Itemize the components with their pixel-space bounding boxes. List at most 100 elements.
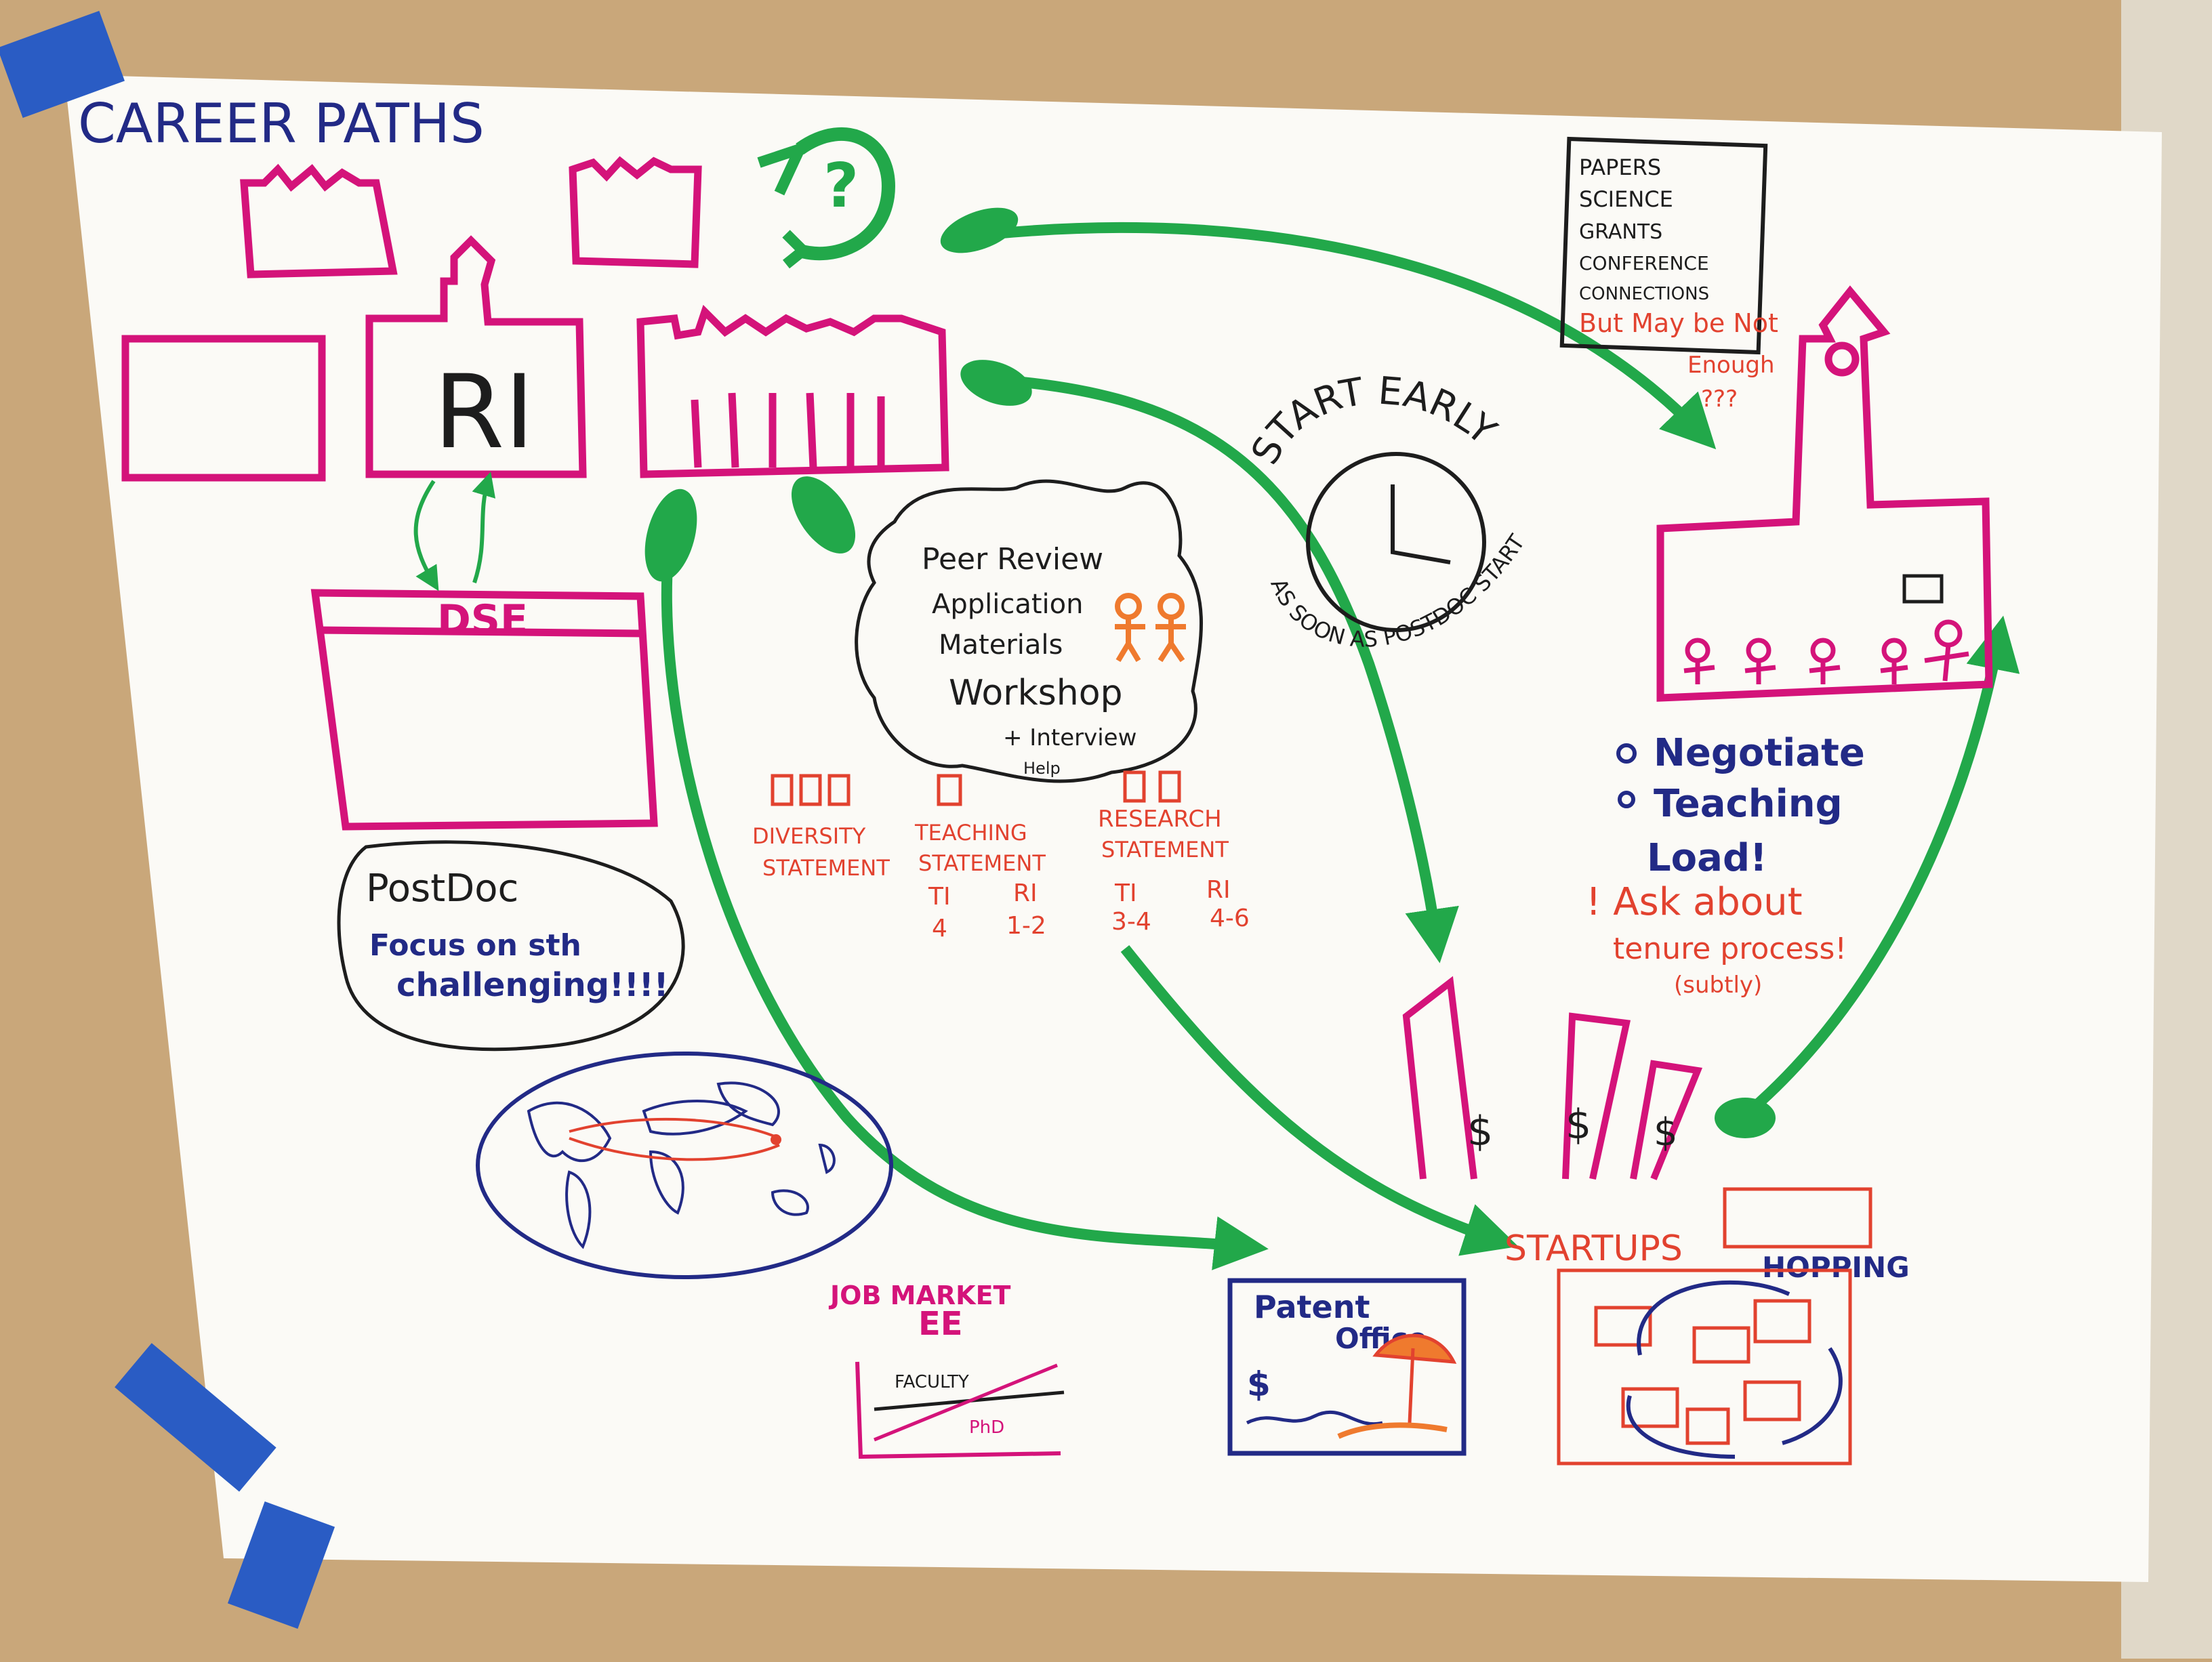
peer-review-line1: Peer Review [922,542,1103,577]
checklist-item: SCIENCE [1579,186,1673,212]
postdoc-line1: Focus on sth [369,928,581,963]
postdoc-line2: challenging!!!! [396,966,669,1004]
columns-building [636,304,949,478]
hopping-rooms [1594,1299,1811,1445]
teaching-line2: STATEMENT [918,850,1046,876]
teaching-ti-pages: 4 [932,915,947,942]
beach-umbrella-icon [1372,1333,1457,1364]
loop-question: ? [823,150,859,222]
dse-label: DSE [437,596,528,644]
dse-building [310,589,658,831]
research-ti-label: TI [1114,879,1137,907]
people-figures-icon [1115,593,1186,663]
patent-dollar: $ [1247,1365,1271,1404]
tape-bottom-left [115,1343,276,1492]
clock-icon [1306,452,1486,632]
hopping-label: HOPPING [1762,1251,1910,1284]
advice-tenure: tenure process! [1613,932,1847,966]
teaching-ri-pages: 1-2 [1006,912,1046,940]
path-arrows [661,222,2020,1270]
ri-to-dse-arrow [413,480,439,591]
startups-label: STARTUPS [1504,1228,1683,1269]
checklist-item: PAPERS [1579,154,1661,180]
wave-icon [1246,1410,1383,1426]
checklist-item: CONFERENCE [1579,252,1709,274]
checklist-box [1559,136,1768,355]
teaching-line1: TEACHING [914,820,1027,846]
checklist-warning2: Enough [1687,352,1775,379]
arrow-to-startups-from-columns [989,374,1459,963]
research-ri-pages: 4-6 [1210,905,1250,932]
peer-review-line6: Help [1023,759,1061,778]
tape-top-left [0,10,125,119]
startup-dollar: $ [1565,1101,1591,1148]
arrow-to-startups [1120,945,1519,1256]
advice-subtly: (subtly) [1674,972,1762,999]
phd-line [874,1363,1058,1442]
ri-building [365,235,587,478]
advice-bullet-icon [1618,791,1635,808]
blackboard-icon [1902,574,1944,604]
checklist-warning: But May be Not [1579,308,1778,338]
classroom-students-icon [1683,619,1969,684]
side-building [121,335,326,482]
research-ti-pages: 3-4 [1111,908,1151,936]
job-market-axes [855,1361,1061,1459]
page-title: CAREER PATHS [78,92,485,155]
hopping-box [1557,1268,1852,1466]
ri-label: RI [434,354,534,472]
advice-negotiate: Negotiate [1654,731,1865,775]
globe-icon [476,1052,893,1279]
advice-teaching: Teaching [1654,782,1843,826]
checklist-item: CONNECTIONS [1579,284,1709,304]
loop-arrow [796,127,895,261]
crown-building-left [240,163,398,278]
postdoc-title: PostDoc [366,867,518,911]
peer-review-line4: Workshop [949,673,1123,713]
startup-buildings [1402,976,1703,1180]
travel-routes [569,1117,780,1161]
phd-label: PhD [969,1417,1004,1438]
peer-review-cloud [855,479,1203,783]
checklist-item: GRANTS [1579,220,1662,244]
clock-hands [1391,484,1451,564]
faculty-label: FACULTY [895,1372,969,1392]
loop-arrow-heads [757,140,811,269]
diversity-line2: STATEMENT [762,855,890,881]
checklist-items: PAPERS SCIENCE GRANTS CONFERENCE CONNECT… [1579,154,1709,304]
location-marker-icon [771,1134,781,1145]
startup-dollar: $ [1467,1108,1493,1155]
arrow-to-teaching-college [962,222,1717,450]
teaching-ti-label: TI [928,883,951,911]
patent-office-box [1227,1278,1467,1456]
job-market-line1: JOB MARKET [828,1281,1011,1310]
postdoc-bubble [337,840,685,1052]
university-group [121,156,949,831]
startup-dollars: $ $ $ [1467,1101,1678,1155]
checklist-warning3: ??? [1701,386,1738,413]
arrow-startups-to-college [1738,615,2020,1123]
arrow-to-patent-office [661,527,1269,1270]
research-line2: STATEMENT [1101,837,1229,863]
teaching-ri-label: RI [1013,879,1038,907]
diversity-line1: DIVERSITY [752,823,866,849]
advice-bullet-icon [1616,743,1637,764]
research-ri-label: RI [1206,876,1231,904]
startup-dollar: $ [1654,1110,1678,1155]
sand-icon [1337,1422,1448,1439]
patent-office-line1: Patent [1254,1289,1370,1325]
advice-ask-about: ! Ask about [1586,880,1803,924]
dse-to-ri-arrow [472,472,496,583]
document-icons [771,770,1181,806]
peer-review-line2: Application [932,589,1084,620]
arrow-fletchings [644,207,1776,1138]
advice-load: Load! [1647,836,1767,880]
tape-bottom [227,1501,335,1629]
research-line1: RESEARCH [1098,806,1222,833]
peer-review-line5: + Interview [1003,724,1136,751]
teaching-college-building [1656,285,1993,702]
hopping-cycle-arrows [1626,1280,1843,1459]
peer-review-line3: Materials [939,629,1063,661]
